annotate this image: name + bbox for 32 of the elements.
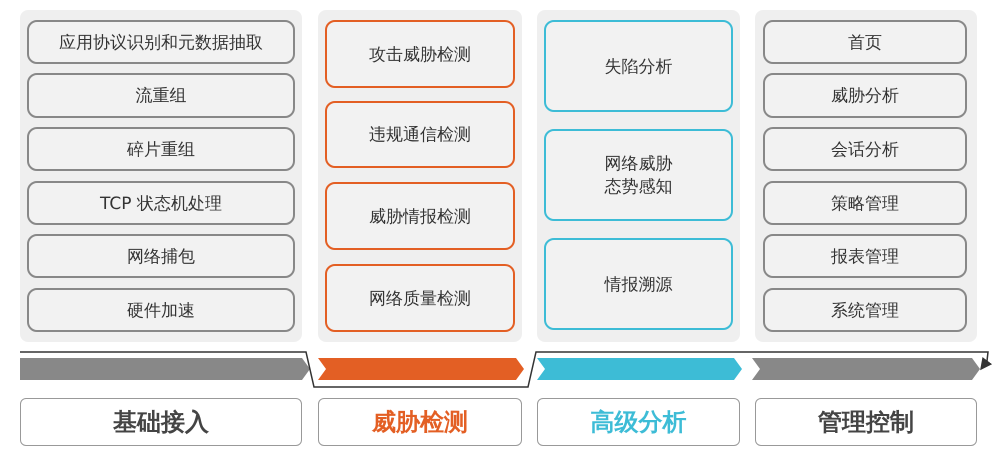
module-box: TCP 状态机处理: [27, 181, 295, 225]
module-box: 碎片重组: [27, 127, 295, 171]
layer-panel: [755, 10, 977, 342]
module-box: 威胁分析: [763, 73, 967, 118]
arrow-bar: [318, 358, 524, 380]
module-box: 网络质量检测: [325, 264, 515, 332]
module-box: 系统管理: [763, 288, 967, 332]
module-box: 网络威胁态势感知: [544, 129, 733, 221]
layer-panel: [537, 10, 740, 342]
arrow: [20, 351, 992, 388]
module-box: 网络捕包: [27, 234, 295, 278]
module-box: 威胁情报检测: [325, 182, 515, 250]
module-box: 首页: [763, 20, 967, 64]
module-box: 应用协议识别和元数据抽取: [27, 20, 295, 64]
module-box: 报表管理: [763, 234, 967, 278]
module-box: 失陷分析: [544, 20, 733, 112]
arrow-bar: [537, 358, 742, 380]
arrow-bar: [752, 358, 980, 380]
module-box: 违规通信检测: [325, 101, 515, 168]
layer-panel: [20, 10, 302, 342]
layer-title-box: 威胁检测: [318, 398, 522, 446]
module-box: 情报溯源: [544, 238, 733, 330]
module-box: 会话分析: [763, 127, 967, 171]
layer-title-box: 基础接入: [20, 398, 302, 446]
module-box: 策略管理: [763, 181, 967, 225]
layer-title-box: 管理控制: [755, 398, 977, 446]
layer-panel: [318, 10, 522, 342]
module-box: 硬件加速: [27, 288, 295, 332]
module-box: 攻击威胁检测: [325, 20, 515, 88]
layer-title-box: 高级分析: [537, 398, 740, 446]
arrow-bar: [20, 358, 310, 380]
module-box: 流重组: [27, 73, 295, 118]
